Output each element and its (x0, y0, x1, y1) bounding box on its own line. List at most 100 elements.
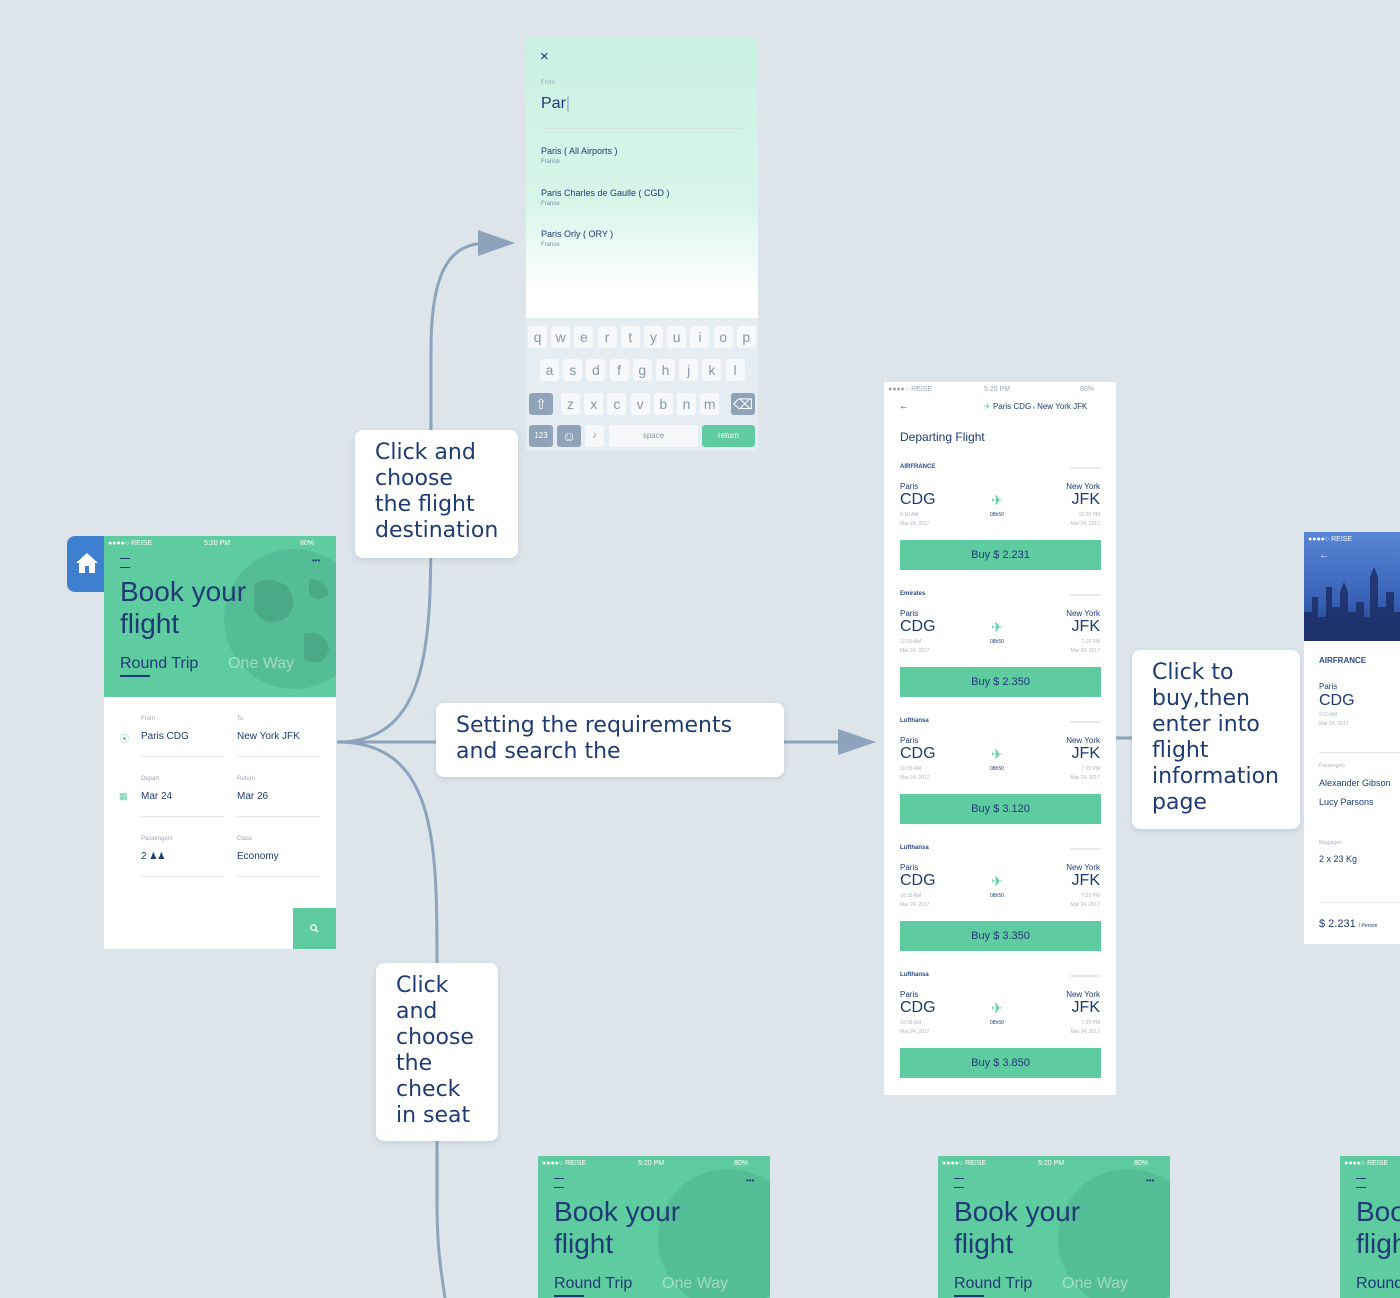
tab-round-trip[interactable]: Round Trip (554, 1275, 633, 1292)
more-icon[interactable]: ••• (1146, 1176, 1155, 1185)
return-field[interactable]: Mar 26 (237, 791, 269, 802)
more-icon[interactable]: ••• (312, 556, 321, 565)
shift-key[interactable]: ⇧ (529, 393, 553, 415)
key-d[interactable]: d (586, 359, 606, 381)
close-icon[interactable]: × (540, 48, 549, 65)
book-header: ●●●●○ REISE 5:20 PM 80% ••• Book your fl… (104, 536, 336, 697)
status-time: 5:20 PM (1038, 1160, 1065, 1167)
key-p[interactable]: p (736, 326, 756, 348)
key-t[interactable]: t (620, 326, 640, 348)
key-x[interactable]: x (584, 393, 604, 415)
flight-card: Lufthansa Paris CDG 10:35 AM Mar 24, 201… (884, 972, 1116, 1094)
search-destination-screen: × From Par| Paris ( All Airports ) Franc… (526, 38, 758, 451)
flight-duration: 08h50 (990, 1020, 1004, 1026)
plane-icon: ✈ (991, 873, 1003, 889)
buy-button[interactable]: Buy $ 3.120 (900, 794, 1101, 824)
class-field[interactable]: Economy (237, 851, 279, 862)
key-c[interactable]: c (607, 393, 627, 415)
passengers-field[interactable]: 2 ♟♟ (141, 851, 166, 862)
baggage-value: 2 x 23 Kg (1319, 854, 1358, 864)
key-e[interactable]: e (574, 326, 594, 348)
arrival-time: 7:25 PM (1081, 1020, 1100, 1026)
key-f[interactable]: f (609, 359, 629, 381)
origin-date: Mar 24, 2017 (1319, 721, 1349, 727)
home-tab[interactable] (67, 536, 107, 592)
status-time: 5:20 PM (984, 386, 1011, 393)
key-o[interactable]: o (713, 326, 733, 348)
buy-button[interactable]: Buy $ 2.231 (900, 540, 1101, 570)
buy-button[interactable]: Buy $ 2.350 (900, 667, 1101, 697)
depart-field[interactable]: Mar 24 (141, 791, 173, 802)
to-field[interactable]: New York JFK (237, 731, 300, 742)
result-country: France (541, 242, 560, 248)
callout-line: flight (1152, 738, 1209, 763)
back-arrow-icon[interactable]: ← (1319, 550, 1329, 561)
tab-one-way[interactable]: One Way (228, 655, 295, 672)
search-input[interactable]: Par| (541, 95, 571, 112)
menu-icon[interactable] (120, 558, 130, 568)
key-w[interactable]: w (551, 326, 571, 348)
space-key[interactable]: space (609, 425, 698, 447)
tab-round-trip[interactable]: Round Trip (954, 1275, 1033, 1292)
flight-duration: 08h50 (990, 512, 1004, 518)
arrowhead-flights (838, 729, 876, 755)
buy-button[interactable]: Buy $ 3.350 (900, 921, 1101, 951)
key-m[interactable]: m (700, 393, 720, 415)
search-button[interactable] (293, 908, 336, 949)
result-item[interactable]: Paris Orly ( ORY ) France (541, 229, 613, 248)
emoji-key[interactable]: ☺ (557, 425, 581, 447)
menu-icon[interactable] (554, 1178, 564, 1188)
return-key[interactable]: return (702, 425, 755, 447)
calendar-icon: ▦ (119, 791, 128, 801)
key-u[interactable]: u (667, 326, 687, 348)
key-i[interactable]: i (690, 326, 710, 348)
price-total: $ 2.231 / Person (1319, 918, 1378, 930)
tab-one-way[interactable]: One Way (662, 1275, 729, 1292)
key-v[interactable]: v (630, 393, 650, 415)
key-a[interactable]: a (540, 359, 559, 381)
book-flight-screen: ●●●●○ REISE 5:20 PM 80% ••• Book your fl… (104, 536, 336, 949)
key-y[interactable]: y (644, 326, 663, 348)
key-z[interactable]: z (561, 393, 580, 415)
key-n[interactable]: n (677, 393, 696, 415)
status-bar: ●●●●○ REISE 5:20 PM 80% (538, 1156, 770, 1170)
backspace-key[interactable]: ⌫ (731, 393, 755, 415)
key-b[interactable]: b (653, 393, 673, 415)
plane-icon: ✈ (991, 746, 1003, 762)
callout-line: Click (396, 973, 449, 998)
airline-logo: Lufthansa (900, 972, 929, 978)
divider (141, 756, 224, 757)
menu-icon[interactable] (1356, 1178, 1366, 1188)
key-l[interactable]: l (725, 359, 745, 381)
result-item[interactable]: Paris Charles de Gaulle ( CGD ) France (541, 188, 670, 207)
key-s[interactable]: s (563, 359, 583, 381)
key-h[interactable]: h (656, 359, 675, 381)
menu-icon[interactable] (954, 1178, 964, 1188)
destination-code: JFK (1071, 872, 1100, 889)
result-item[interactable]: Paris ( All Airports ) France (541, 146, 618, 165)
departure-date: Mar 24, 2017 (900, 902, 930, 908)
tab-round-trip[interactable]: Round Trip (120, 655, 199, 672)
numbers-key[interactable]: 123 (529, 425, 553, 447)
skyline-illustration (1304, 567, 1400, 641)
airline-logo: Emirates (900, 591, 926, 597)
tab-round-trip[interactable]: Round Trip (1356, 1275, 1400, 1292)
key-g[interactable]: g (632, 359, 652, 381)
tab-round-trip-underline (554, 1295, 584, 1297)
key-k[interactable]: k (702, 359, 722, 381)
divider (1319, 902, 1400, 903)
key-q[interactable]: q (528, 326, 547, 348)
from-field[interactable]: Paris CDG (141, 731, 189, 742)
back-arrow-icon[interactable]: ← (899, 401, 909, 412)
class-label: Class (237, 836, 253, 842)
more-icon[interactable]: ••• (746, 1176, 755, 1185)
tab-one-way[interactable]: One Way (1062, 1275, 1129, 1292)
microphone-key[interactable]: ♪ (585, 425, 604, 447)
from-label: From (141, 716, 155, 722)
flight-list-screen: ●●●●○ REISE 5:20 PM 80% ← ✈ Paris CDG › … (884, 382, 1116, 1095)
key-r[interactable]: r (597, 326, 617, 348)
input-underline (541, 128, 743, 129)
key-j[interactable]: j (679, 359, 699, 381)
buy-button[interactable]: Buy $ 3.850 (900, 1048, 1101, 1078)
